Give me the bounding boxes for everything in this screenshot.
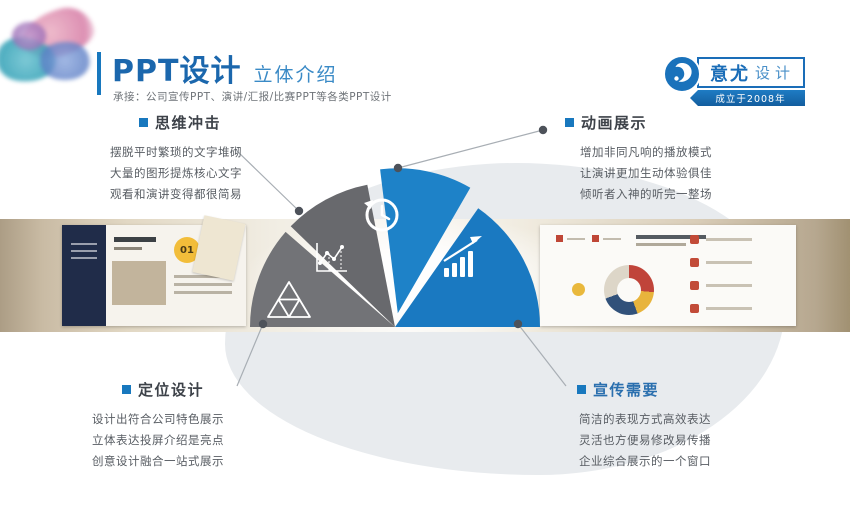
text-placeholder: [174, 275, 232, 278]
callout-body: 摆脱平时繁琐的文字堆砌 大量的图形提炼核心文字 观看和演讲变得都很简易: [104, 142, 256, 205]
paint-swoosh-icon: [663, 55, 701, 93]
page-subtitle: 立体介绍: [253, 64, 338, 86]
callout-mind-impact: 思维冲击 摆脱平时繁琐的文字堆砌 大量的图形提炼核心文字 观看和演讲变得都很简易: [104, 112, 256, 205]
title-accent-bar: [97, 52, 101, 95]
callout-line: 简洁的表现方式高效表达: [579, 412, 711, 426]
callout-positioning-design: 定位设计 设计出符合公司特色展示 立体表达投屏介绍是亮点 创意设计融合一站式展示: [92, 379, 234, 472]
splash-blue-blob: [40, 42, 90, 80]
fan-segment-positioning-design: [250, 231, 395, 327]
callout-body: 设计出符合公司特色展示 立体表达投屏介绍是亮点 创意设计融合一站式展示: [92, 409, 234, 472]
history-clock-icon: [364, 198, 399, 232]
text-placeholder: [603, 238, 621, 240]
sample-title-placeholder: [636, 235, 706, 239]
leader-dot: [294, 206, 304, 216]
red-icon-marker: [690, 281, 699, 290]
callout-title-row: 思维冲击: [104, 112, 256, 133]
bar-growth-arrow-icon: [443, 236, 482, 277]
callout-title-row: 定位设计: [92, 379, 234, 400]
callout-line: 立体表达投屏介绍是亮点: [92, 432, 224, 447]
founded-year-label: 成立于2008年: [715, 94, 786, 105]
donut-hole: [617, 278, 641, 302]
yellow-dot: [572, 283, 585, 296]
callout-body: 增加非同凡响的播放模式 让演讲更加生动体验俱佳 倾听者入神的听完一整场: [565, 142, 737, 205]
watercolor-splash-decoration: [0, 1, 124, 108]
callout-animation: 动画展示 增加非同凡响的播放模式 让演讲更加生动体验俱佳 倾听者入神的听完一整场: [565, 112, 737, 205]
leader-line-mind-impact: [235, 149, 300, 212]
pyramid-icon: [267, 281, 311, 318]
callout-title: 宣传需要: [593, 381, 660, 399]
callout-line: 倾听者入神的听完一整场: [580, 186, 712, 201]
bullet-square-icon: [138, 118, 148, 127]
callout-line: 增加非同凡响的播放模式: [580, 145, 712, 159]
text-placeholder: [71, 250, 97, 252]
text-placeholder: [71, 243, 97, 245]
leader-line-animation: [397, 129, 544, 169]
text-placeholder: [174, 283, 232, 286]
callout-line: 让演讲更加生动体验俱佳: [580, 165, 712, 180]
callout-line: 摆脱平时繁琐的文字堆砌: [110, 145, 242, 159]
leader-dot: [258, 319, 268, 329]
callout-line: 创意设计融合一站式展示: [92, 453, 224, 468]
service-tagline: 承接：公司宣传PPT、演讲/汇报/比赛PPT等各类PPT设计: [113, 91, 392, 103]
donut-diagram: [604, 265, 654, 315]
leader-line-positioning: [236, 323, 264, 387]
sample-slide-sidebar: [62, 225, 106, 326]
text-placeholder: [706, 261, 752, 264]
red-icon-marker: [690, 304, 699, 313]
text-placeholder: [567, 238, 585, 240]
sample-subtitle-placeholder: [636, 243, 686, 246]
splash-purple-blob: [12, 22, 46, 50]
callout-title-row: 宣传需要: [577, 379, 749, 400]
founded-ribbon: 成立于2008年: [690, 90, 805, 106]
text-placeholder: [706, 238, 752, 241]
page-title: PPT设计: [112, 54, 242, 89]
callout-promotion-need: 宣传需要 简洁的表现方式高效表达 灵活也方便易修改易传播 企业综合展示的一个窗口: [577, 379, 749, 472]
red-square-marker: [592, 235, 599, 242]
callout-line: 灵活也方便易修改易传播: [579, 432, 711, 447]
brand-logo-box: 意尤 设计: [697, 57, 805, 88]
callout-line: 企业综合展示的一个窗口: [579, 453, 711, 468]
red-icon-marker: [690, 258, 699, 267]
sample-subtitle-placeholder: [114, 247, 142, 250]
fan-segment-animation: [380, 168, 471, 314]
sample-slide-right: [540, 225, 796, 326]
fan-segment-promotion: [395, 208, 540, 327]
callout-title: 动画展示: [581, 114, 648, 132]
text-placeholder: [706, 307, 752, 310]
callout-line: 大量的图形提炼核心文字: [110, 165, 242, 180]
callout-title-row: 动画展示: [565, 112, 737, 133]
text-placeholder: [174, 291, 232, 294]
bullet-square-icon: [565, 118, 574, 127]
sample-title-placeholder: [114, 237, 156, 242]
red-icon-marker: [690, 235, 699, 244]
callout-title: 定位设计: [137, 381, 204, 399]
leader-dot: [513, 319, 523, 329]
leader-dot: [393, 163, 403, 173]
brand-name-primary: 意尤: [709, 63, 750, 85]
callout-body: 简洁的表现方式高效表达 灵活也方便易修改易传播 企业综合展示的一个窗口: [577, 409, 749, 472]
sample-photo-block: [112, 261, 166, 305]
leader-line-promotion: [517, 323, 567, 387]
brand-name-secondary: 设计: [754, 64, 795, 82]
callout-line: 观看和演讲变得都很简易: [110, 186, 242, 201]
callout-line: 设计出符合公司特色展示: [92, 412, 224, 426]
text-placeholder: [71, 257, 97, 259]
header: PPT设计 立体介绍: [112, 46, 337, 90]
leader-dot: [538, 125, 548, 135]
text-placeholder: [706, 284, 752, 287]
red-square-marker: [556, 235, 563, 242]
bullet-square-icon: [577, 385, 586, 394]
line-chart-icon: [316, 243, 347, 272]
brand-circle-mark: [663, 55, 701, 93]
bullet-square-icon: [121, 385, 131, 394]
callout-title: 思维冲击: [154, 114, 221, 132]
